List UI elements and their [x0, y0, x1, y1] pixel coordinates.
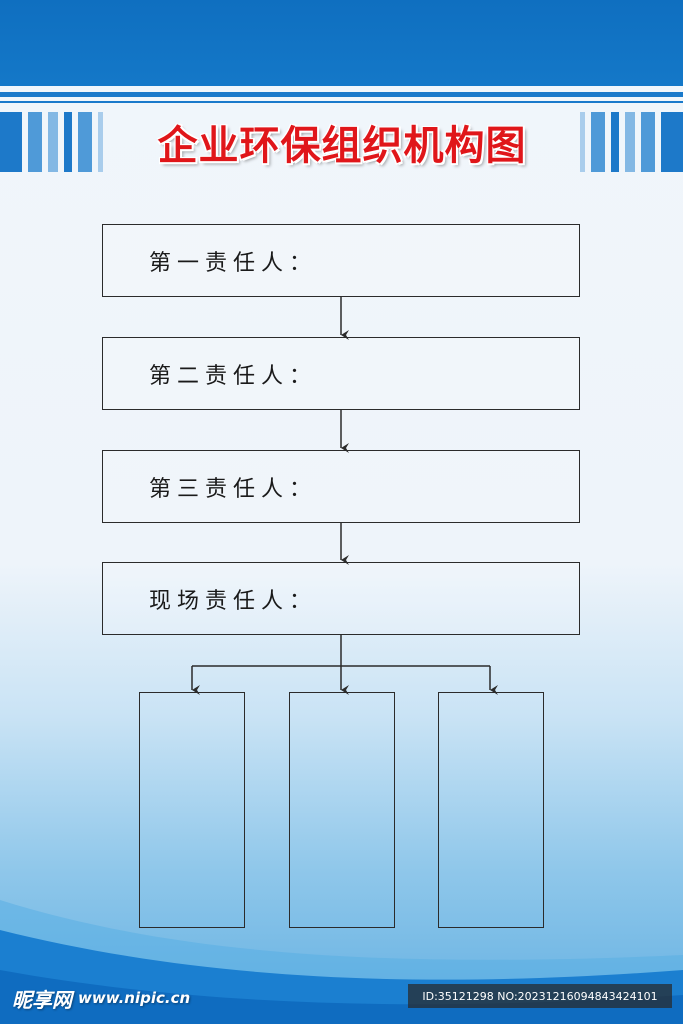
image-id-label: ID:35121298 NO:20231216094843424101 — [408, 984, 672, 1008]
site-responsible-person-box: 现场责任人： — [102, 562, 580, 635]
site-logo: 昵享网 www.nipic.cn — [12, 984, 190, 1012]
first-responsible-person-box: 第一责任人： — [102, 224, 580, 297]
logo-text: 昵享网 — [12, 987, 72, 1012]
header-divider-thin-line — [0, 101, 683, 103]
second-responsible-person-box: 第二责任人： — [102, 337, 580, 410]
poster-title: 企业环保组织机构图 — [157, 123, 527, 169]
third-responsible-person-box: 第三责任人： — [102, 450, 580, 523]
left-stripe-decoration — [0, 112, 109, 172]
right-stripe-decoration — [574, 112, 683, 172]
site-url: www.nipic.cn — [78, 989, 191, 1007]
top-header-band — [0, 0, 683, 86]
header-divider-line — [0, 92, 683, 97]
